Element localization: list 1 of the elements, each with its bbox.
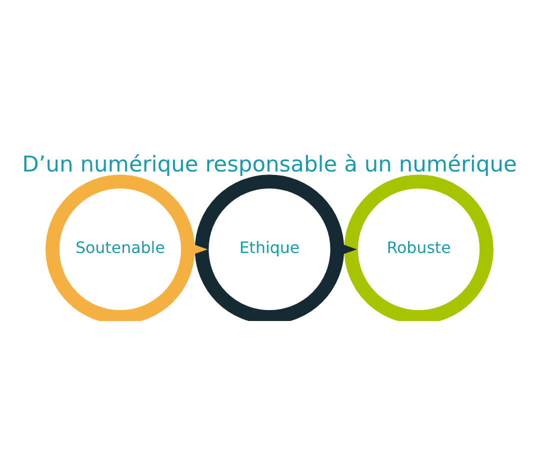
diagram-title: D’un numérique responsable à un numérique	[22, 152, 517, 177]
